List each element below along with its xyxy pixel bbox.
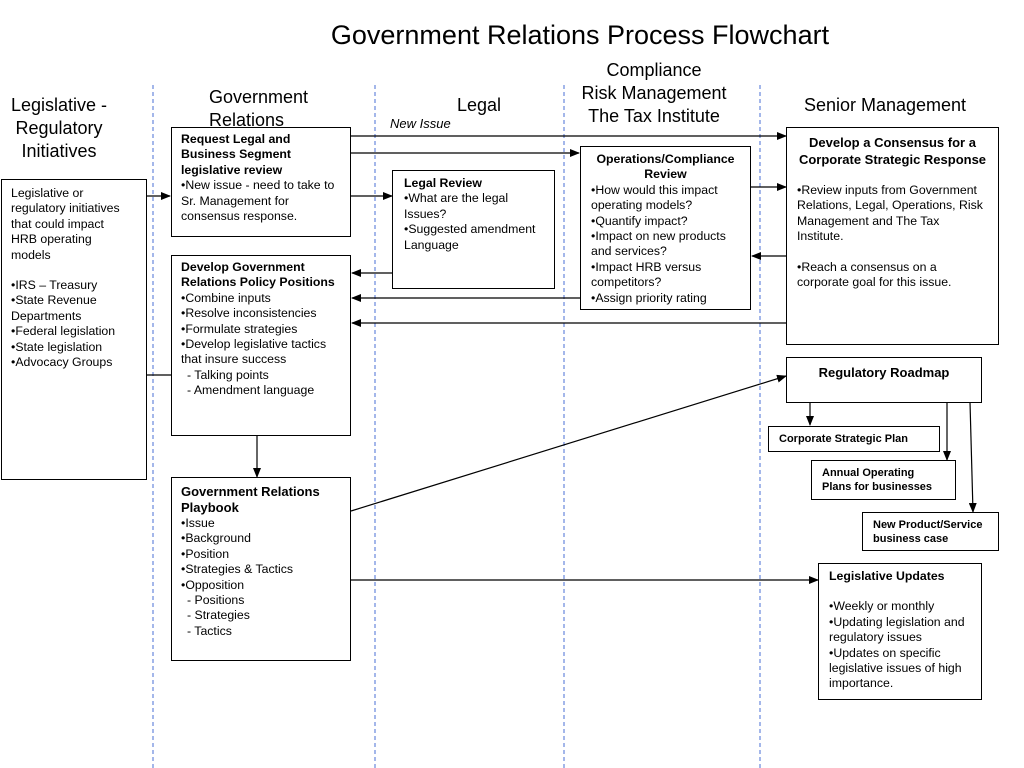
box-list: How would this impact operating models? … (591, 183, 740, 306)
desc-line: regulatory initiatives (11, 201, 120, 216)
policy-positions-box: Develop Government Relations Policy Posi… (171, 255, 351, 436)
arrow-playbook-to-roadmap (350, 374, 787, 512)
box-title: Regulatory Roadmap (818, 365, 950, 380)
lane-label: Legislative - Regulatory Initiatives (10, 95, 108, 161)
list-item: State legislation (11, 340, 137, 355)
list-item: Weekly or monthly (829, 599, 971, 614)
list-item: Updating legislation and regulatory issu… (829, 615, 971, 646)
list-item: Assign priority rating (591, 291, 740, 306)
box-title: Develop a Consensus for a Corporate Stra… (798, 135, 987, 167)
list-item: Strategies & Tactics (181, 562, 341, 577)
desc-line: Legislative or (11, 186, 84, 200)
list-item: Review inputs from Government Relations,… (797, 183, 988, 245)
list-subitem: Amendment language (181, 383, 341, 398)
lane-label: Government Relations (209, 87, 309, 130)
box-title: Request Legal and Business Segment legis… (181, 132, 292, 177)
list-item: IRS – Treasury (11, 278, 137, 293)
desc-line: HRB operating (11, 232, 92, 247)
corporate-strategic-plan-box: Corporate Strategic Plan (768, 426, 940, 452)
desc-line: models (11, 247, 51, 262)
box-title: Legislative Updates (829, 569, 945, 583)
lane-dividers (152, 85, 761, 768)
box-list: Review inputs from Government Relations,… (797, 183, 988, 290)
list-subitem: Talking points (181, 368, 341, 383)
box-list: New issue - need to take to Sr. Manageme… (181, 178, 341, 224)
list-spacer (797, 245, 988, 260)
list-item: Federal legislation (11, 324, 137, 339)
box-list: Issue Background Position Strategies & T… (181, 516, 341, 639)
lane-label: Compliance Risk Management The Tax Insti… (581, 60, 727, 126)
box-description: Legislative or regulatory initiatives th… (11, 186, 137, 263)
list-item: Issue (181, 516, 341, 531)
box-list: Weekly or monthly Updating legislation a… (829, 599, 971, 691)
lane-header-legislative: Legislative - Regulatory Initiatives (0, 94, 118, 163)
list-item: Background (181, 531, 341, 546)
lane-header-compliance: Compliance Risk Management The Tax Insti… (564, 59, 744, 128)
list-subitem: Positions (181, 593, 341, 608)
lane-header-government-relations: Government Relations (185, 86, 345, 132)
box-title: Operations/Compliance Review (596, 152, 735, 182)
annual-operating-plans-box: Annual Operating Plans for businesses (811, 460, 956, 500)
box-list: Combine inputs Resolve inconsistencies F… (181, 291, 341, 399)
consensus-box: Develop a Consensus for a Corporate Stra… (786, 127, 999, 345)
list-item: Develop legislative tactics that insure … (181, 337, 341, 368)
list-item: New issue - need to take to Sr. Manageme… (181, 178, 341, 224)
new-issue-label: New Issue (390, 116, 451, 131)
lane-header-legal: Legal (420, 94, 538, 117)
list-item: State Revenue Departments (11, 293, 137, 324)
list-item: Impact HRB versus competitors? (591, 260, 740, 291)
lane-label: Legal (456, 95, 502, 115)
list-item: Formulate strategies (181, 322, 341, 337)
list-item: How would this impact operating models? (591, 183, 740, 214)
legal-review-box: Legal Review What are the legal Issues? … (392, 170, 555, 289)
page-title: Government Relations Process Flowchart (330, 20, 830, 50)
list-item: Opposition (181, 578, 341, 593)
list-item: Resolve inconsistencies (181, 306, 341, 321)
legislative-updates-box: Legislative Updates Weekly or monthly Up… (818, 563, 982, 700)
list-item: Combine inputs (181, 291, 341, 306)
arrow-roadmap-to-new-product (968, 401, 977, 513)
box-title: Annual Operating Plans for businesses (822, 467, 933, 493)
list-item: Updates on specific legislative issues o… (829, 646, 971, 692)
list-subitem: Tactics (181, 624, 341, 639)
box-title: New Product/Service business case (873, 519, 983, 545)
regulatory-roadmap-box: Regulatory Roadmap (786, 357, 982, 403)
request-legal-review-box: Request Legal and Business Segment legis… (171, 127, 351, 237)
box-title: Develop Government Relations Policy Posi… (181, 260, 335, 290)
box-title: Corporate Strategic Plan (779, 433, 908, 445)
lane-label: Senior Management (803, 95, 967, 115)
desc-line: that could impact (11, 216, 104, 231)
initiative-list: IRS – Treasury State Revenue Departments… (11, 278, 137, 370)
list-item: Impact on new products and services? (591, 229, 740, 260)
new-product-service-box: New Product/Service business case (862, 512, 999, 551)
box-list: What are the legal Issues? Suggested ame… (404, 191, 543, 253)
legislative-initiatives-box: Legislative or regulatory initiatives th… (1, 179, 147, 480)
lane-header-senior-management: Senior Management (785, 94, 985, 117)
list-item: Position (181, 547, 341, 562)
operations-compliance-review-box: Operations/Compliance Review How would t… (580, 146, 751, 310)
box-title: Government Relations Playbook (181, 484, 320, 515)
list-item: What are the legal Issues? (404, 191, 543, 222)
list-item: Advocacy Groups (11, 355, 137, 370)
playbook-box: Government Relations Playbook Issue Back… (171, 477, 351, 661)
list-item: Quantify impact? (591, 214, 740, 229)
list-item: Reach a consensus on a corporate goal fo… (797, 260, 988, 291)
list-item: Suggested amendment Language (404, 222, 543, 253)
box-title: Legal Review (404, 176, 482, 190)
list-subitem: Strategies (181, 608, 341, 623)
